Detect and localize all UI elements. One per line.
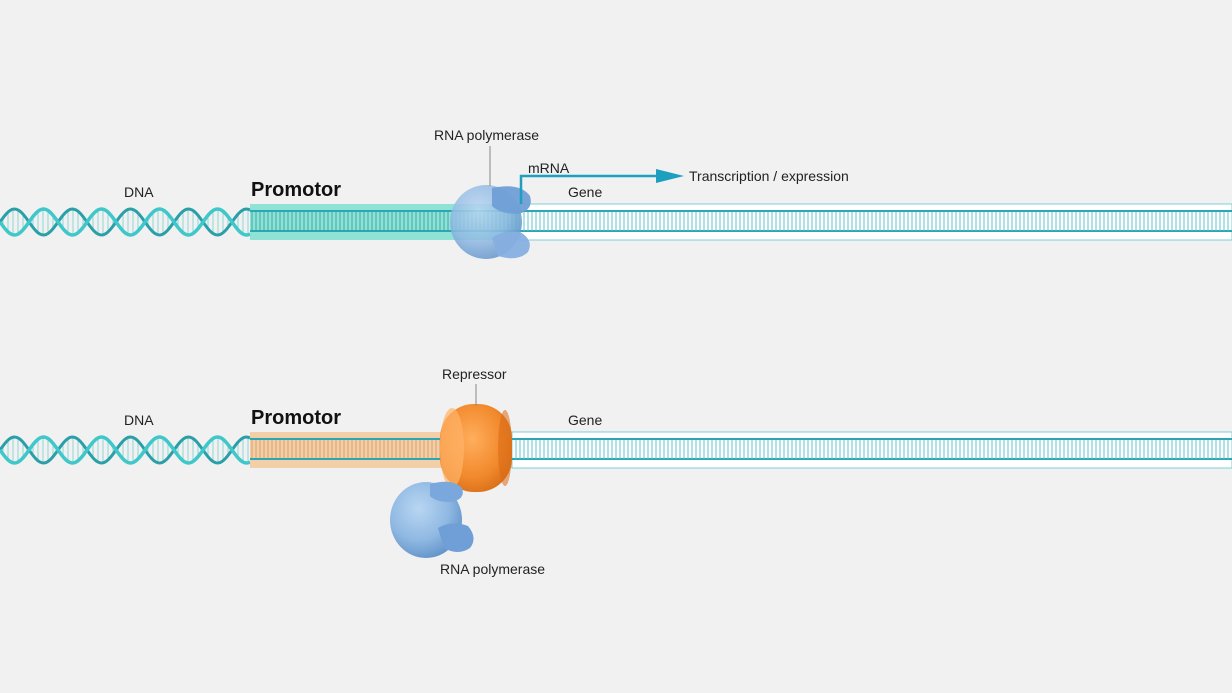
top-gene-ladder [523,212,1229,231]
bottom-promotor-label: Promotor [251,407,341,429]
repressor-label: Repressor [442,366,507,382]
bottom-dna-label: DNA [124,412,154,428]
transcription-label: Transcription / expression [689,168,849,184]
bottom-polymerase-label: RNA polymerase [440,561,545,577]
mrna-label: mRNA [528,160,570,176]
top-promotor-label: Promotor [251,179,341,201]
top-dna-helix [0,207,251,237]
bottom-gene-ladder [515,440,1229,459]
bottom-rna-polymerase-shape [390,481,474,558]
bottom-gene-label: Gene [568,412,602,428]
top-dna-label: DNA [124,184,154,200]
top-rna-polymerase-shape [450,185,531,259]
top-gene-label: Gene [568,184,602,200]
repressor-shape [440,404,512,492]
bottom-panel: DNA Promotor Repressor Gene RNA polymera… [0,366,1232,577]
transcription-arrow [519,169,684,204]
top-panel: DNA Promotor RNA polymerase mRNA Gene Tr… [0,127,1232,259]
bottom-dna-helix [0,435,251,465]
top-polymerase-label: RNA polymerase [434,127,539,143]
